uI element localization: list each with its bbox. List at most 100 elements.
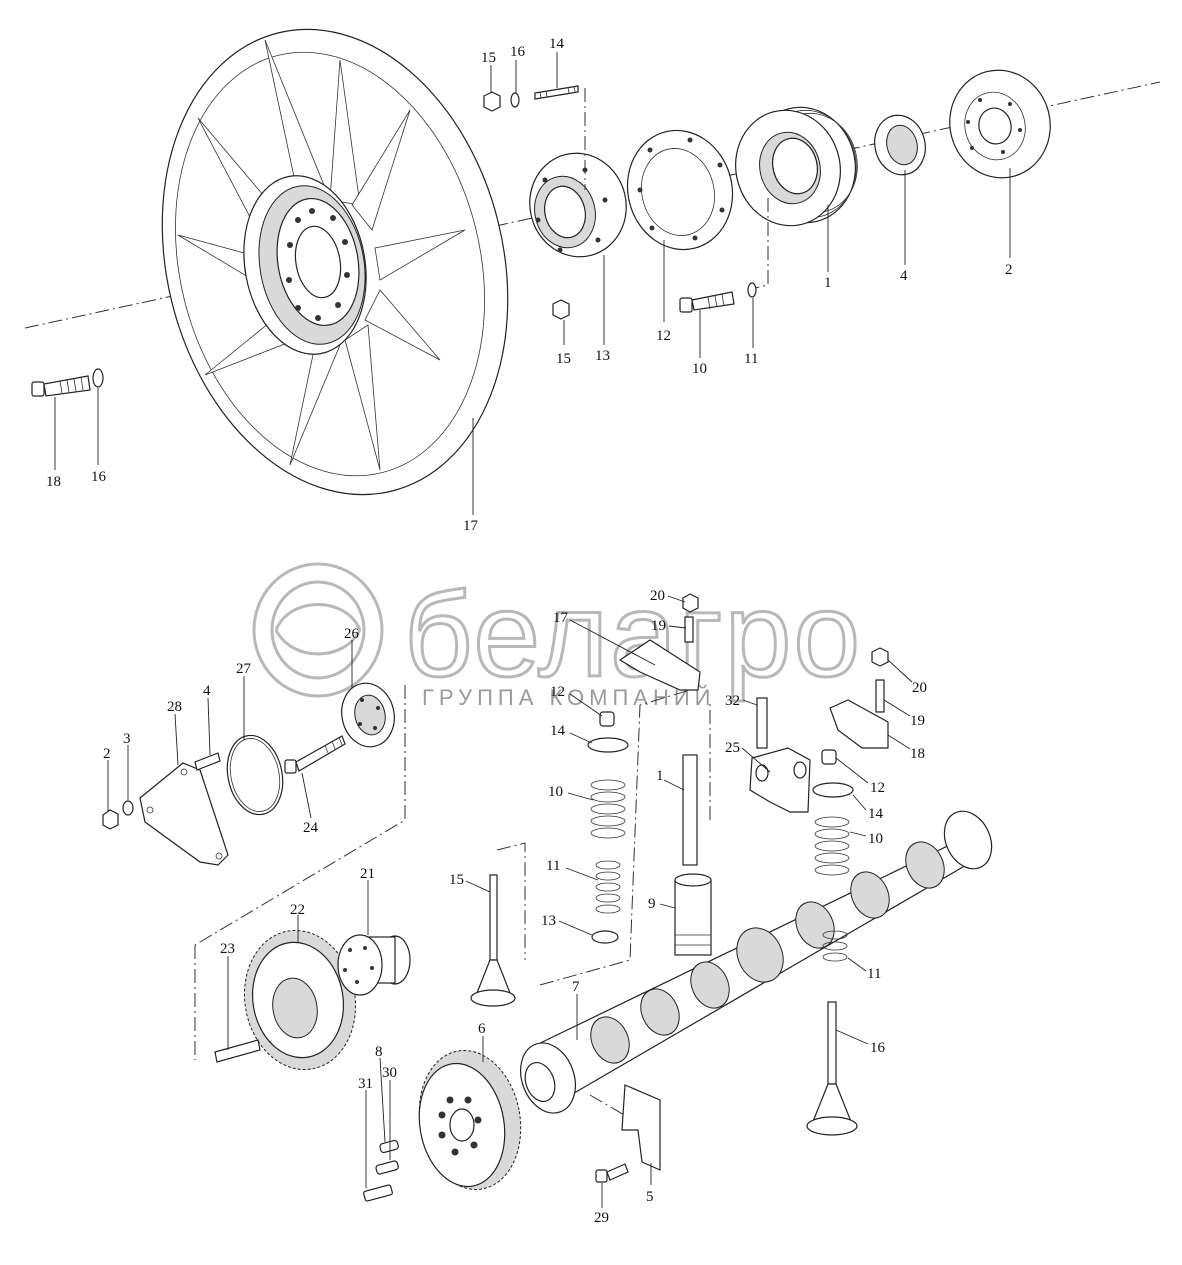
pulley-1	[735, 106, 858, 227]
callout-4: 4	[900, 268, 908, 284]
nut-20-right	[871, 647, 889, 667]
valve-16	[806, 1001, 858, 1136]
bolt-29	[595, 1163, 629, 1183]
nut-2	[102, 809, 119, 830]
callout-32: 32	[725, 693, 740, 709]
callout-18: 18	[46, 474, 61, 490]
callout-26: 26	[344, 626, 360, 642]
callout-15b: 15	[556, 351, 571, 367]
callout-8: 8	[375, 1044, 383, 1060]
callout-18b: 18	[910, 746, 925, 762]
washer-16-left	[92, 368, 104, 388]
watermark: белагро ГРУППА КОМПАНИЙ	[252, 562, 862, 710]
idler-gear-22	[243, 929, 357, 1071]
callout-16: 16	[510, 44, 526, 60]
bolt-10	[679, 291, 735, 313]
callout-1b: 1	[656, 768, 664, 784]
callout-17: 17	[463, 518, 479, 534]
callout-2b: 2	[103, 746, 111, 762]
valve-15	[470, 874, 516, 1007]
callout-24: 24	[303, 820, 319, 836]
pushrod-1	[682, 754, 698, 866]
callout-19a: 19	[651, 618, 666, 634]
flange-13	[529, 152, 627, 258]
callout-20a: 20	[650, 588, 665, 604]
callout-21: 21	[360, 866, 375, 882]
callout-14: 14	[549, 36, 565, 52]
callout-19b: 19	[910, 713, 925, 729]
callout-30: 30	[382, 1065, 397, 1081]
callout-22: 22	[290, 902, 305, 918]
top-leaders	[54, 52, 1011, 515]
callout-11b: 11	[867, 966, 881, 982]
callout-2: 2	[1005, 262, 1013, 278]
cam-gear-6	[418, 1050, 522, 1190]
callout-13: 13	[595, 348, 610, 364]
rocker-arm-17	[618, 639, 701, 691]
stud-4	[194, 752, 221, 771]
callout-16b: 16	[91, 469, 107, 485]
nut-15-top	[483, 91, 501, 112]
bottom-callouts: 20 17 19 12 14 10 11 13 15 1 9 32 25 20 …	[103, 588, 927, 1226]
callout-5: 5	[646, 1189, 654, 1205]
gear-hub-21	[337, 934, 411, 996]
pin-8	[379, 1139, 399, 1154]
callout-13b: 13	[541, 913, 556, 929]
spacer-12	[626, 129, 734, 251]
callout-31: 31	[358, 1076, 373, 1092]
washer-11-top	[747, 282, 757, 298]
bolt-24	[284, 735, 346, 774]
callout-11: 11	[744, 351, 758, 367]
pin-30	[375, 1160, 399, 1175]
callout-17b: 17	[553, 610, 569, 626]
washer-3	[122, 800, 134, 816]
cover-26	[341, 682, 395, 748]
gasket-27-inner	[229, 738, 281, 812]
callout-7: 7	[572, 979, 580, 995]
callout-11a: 11	[546, 858, 560, 874]
callout-28: 28	[167, 699, 182, 715]
bolt-18	[31, 375, 91, 397]
washer-16-top	[510, 92, 520, 108]
callout-25: 25	[725, 740, 740, 756]
callout-10: 10	[692, 361, 707, 377]
watermark-brand: белагро	[404, 568, 862, 702]
top-callouts: 15 16 14 1 4 2 12 13 15 10 11 18 16 17	[46, 36, 1013, 534]
screw-19-right	[875, 679, 885, 713]
callout-14a: 14	[550, 723, 566, 739]
bolt-32	[756, 697, 768, 749]
rocker-support-25	[749, 747, 811, 813]
bottom-leaders	[107, 595, 913, 1208]
spring-stack-right	[812, 749, 854, 962]
callout-20b: 20	[912, 680, 927, 696]
callout-6: 6	[478, 1021, 486, 1037]
callout-3: 3	[123, 731, 131, 747]
rocker-arm-18	[829, 699, 889, 749]
damper-2	[949, 69, 1051, 179]
cover-plate-28	[139, 762, 229, 866]
nut-20-left	[682, 593, 699, 613]
callout-1: 1	[824, 275, 832, 291]
callout-4b: 4	[203, 683, 211, 699]
callout-15: 15	[481, 50, 496, 66]
bolt-guide-line	[754, 198, 769, 289]
callout-27: 27	[236, 661, 252, 677]
callout-29: 29	[594, 1210, 609, 1226]
bracket-5	[621, 1084, 661, 1171]
callout-12b: 12	[870, 780, 885, 796]
camshaft-7	[520, 810, 993, 1114]
callout-16c: 16	[870, 1040, 886, 1056]
brand-logo	[252, 562, 384, 698]
bolt-31	[363, 1184, 393, 1202]
gasket-27	[226, 734, 284, 816]
callout-12a: 12	[550, 684, 565, 700]
callout-10b: 10	[868, 831, 883, 847]
tappet-9	[674, 873, 712, 956]
fan-impeller	[161, 28, 509, 496]
callout-15c: 15	[449, 872, 464, 888]
callout-14b: 14	[868, 806, 884, 822]
stud-14	[534, 85, 579, 100]
watermark-subtitle: ГРУППА КОМПАНИЙ	[422, 685, 716, 710]
flange-4	[874, 114, 926, 176]
